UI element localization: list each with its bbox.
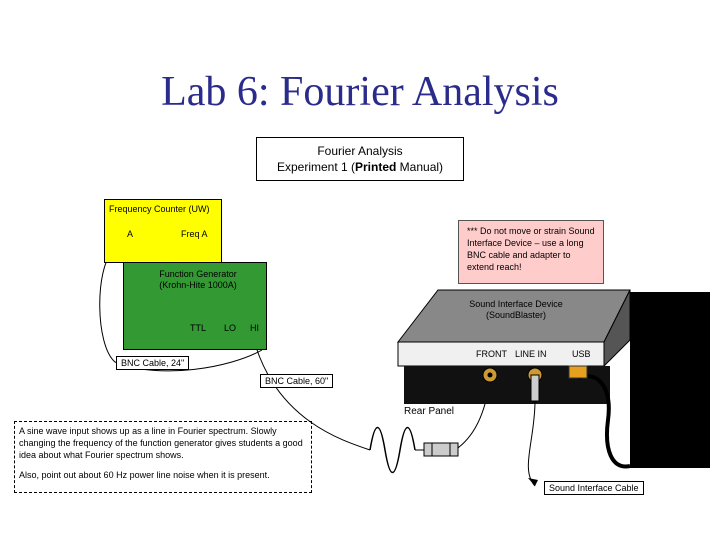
freq-counter-freq-a-label: Freq A [181, 229, 208, 239]
warning-note: *** Do not move or strain Sound Interfac… [458, 220, 604, 284]
experiment-label-line1: Fourier Analysis [317, 144, 403, 158]
sound-interface-cable-label: Sound Interface Cable [544, 481, 644, 495]
sound-interface-cable-line [527, 400, 536, 487]
experiment-label: Fourier Analysis Experiment 1 (Printed M… [256, 137, 464, 181]
notes-paragraph-1: A sine wave input shows up as a line in … [19, 426, 303, 460]
experiment-label-pre: Experiment 1 ( [276, 160, 355, 174]
usb-port-label: USB [572, 349, 591, 359]
bnc-cable-60-label: BNC Cable, 60" [260, 374, 334, 388]
sound-device-front [397, 341, 605, 367]
function-generator-hi-label: HI [250, 323, 259, 333]
function-generator-label-2: (Krohn-Hite 1000A) [159, 280, 237, 290]
rear-panel-label: Rear Panel [404, 406, 455, 417]
line-in-port-label: LINE IN [515, 349, 547, 359]
sound-device-label-2: (SoundBlaster) [485, 310, 547, 320]
function-generator-ttl-label: TTL [190, 323, 207, 333]
experiment-label-post: Manual) [396, 160, 444, 174]
function-generator: Function Generator (Krohn-Hite 1000A) TT… [123, 262, 267, 350]
usb-cable [577, 374, 631, 469]
front-port-label: FRONT [476, 349, 507, 359]
function-generator-label-1: Function Generator [159, 269, 237, 279]
notes-box: A sine wave input shows up as a line in … [14, 421, 312, 493]
sound-device-label-1: Sound Interface Device [469, 299, 563, 309]
function-generator-lo-label: LO [224, 323, 237, 333]
bnc-cable-24-label: BNC Cable, 24" [116, 356, 190, 370]
usb-port [568, 365, 588, 379]
notes-paragraph-2: Also, point out about 60 Hz power line n… [19, 470, 270, 480]
line-in-plug [530, 374, 540, 402]
freq-counter-label: Frequency Counter (UW) [109, 204, 210, 214]
computer-label: Computer [638, 298, 678, 308]
experiment-label-line2: Experiment 1 (Printed Manual) [257, 159, 463, 175]
experiment-label-bold: Printed [355, 160, 397, 174]
frequency-counter: Frequency Counter (UW) A Freq A [104, 199, 222, 263]
sine-wave-squiggle [369, 427, 416, 473]
slide-title: Lab 6: Fourier Analysis [161, 69, 559, 115]
freq-counter-input-a-label: A [127, 229, 134, 239]
bnc-adapter [423, 442, 459, 457]
computer-box [630, 292, 710, 468]
bnc-cable-24 [99, 250, 263, 372]
